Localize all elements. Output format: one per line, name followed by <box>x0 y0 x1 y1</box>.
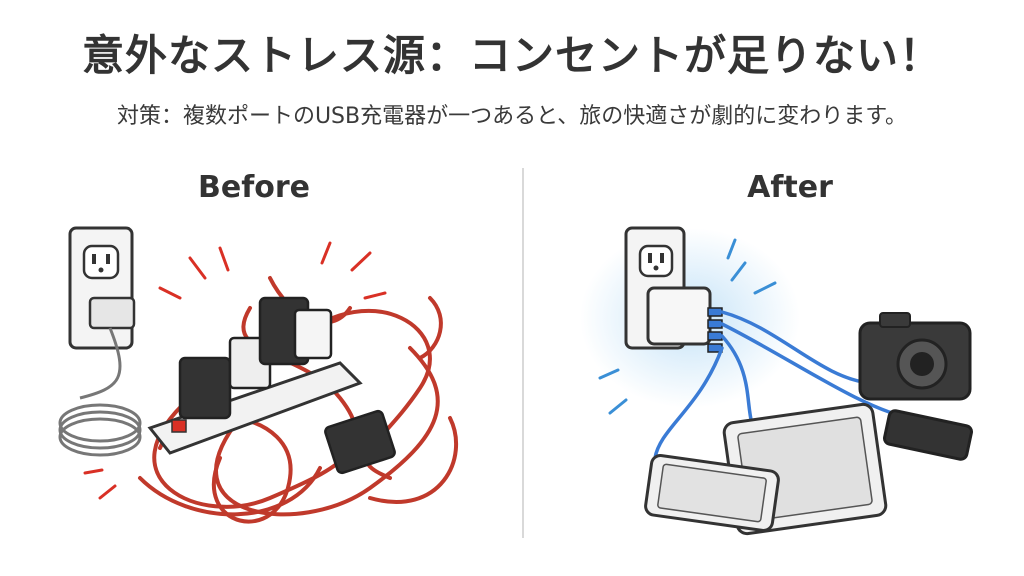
page-subtitle: 対策：複数ポートのUSB充電器が一つあると、旅の快適さが劇的に変わります。 <box>116 104 908 129</box>
stress-lines-icon <box>83 241 387 500</box>
power-strip-icon <box>147 361 363 455</box>
before-label: Before <box>197 170 311 205</box>
camera-icon <box>858 312 972 401</box>
wall-outlet-icon <box>68 226 136 350</box>
before-illustration <box>58 226 459 524</box>
coiled-cable-icon <box>58 327 142 457</box>
after-label: After <box>747 170 833 205</box>
usb-multiport-charger-icon <box>646 286 723 353</box>
page-title: 意外なストレス源：コンセントが足りない！ <box>81 31 942 80</box>
after-illustration <box>580 226 974 536</box>
glow-lines-icon <box>598 238 777 415</box>
phone-icon <box>644 454 780 532</box>
panel-divider <box>522 168 524 538</box>
power-bank-icon <box>882 409 974 461</box>
charger-adapters-icon <box>178 296 396 475</box>
